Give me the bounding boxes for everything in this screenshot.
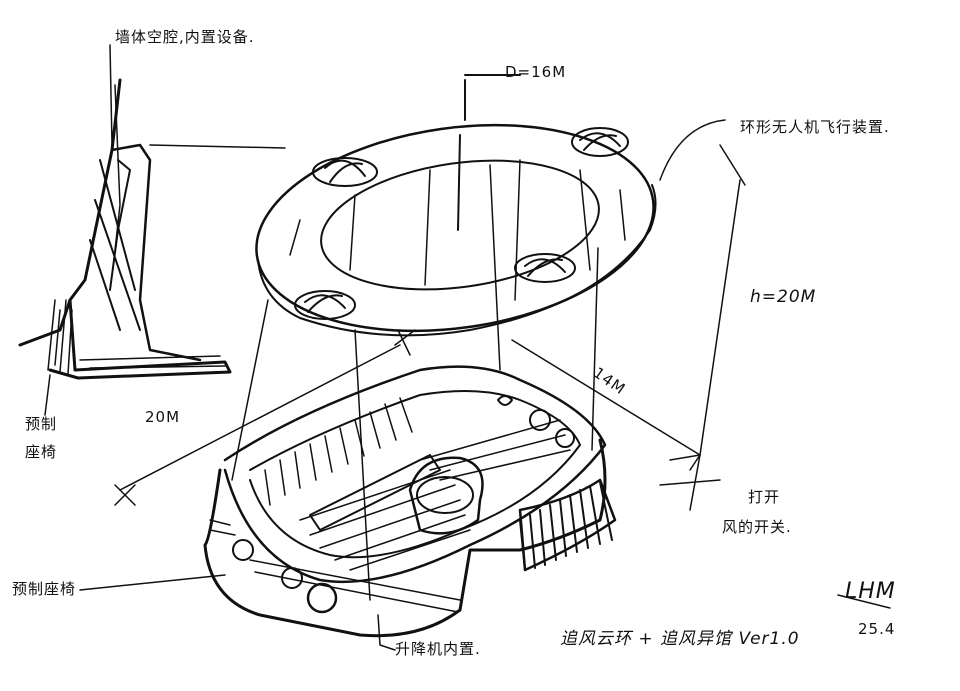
label-elevator: 升降机内置. xyxy=(395,640,481,658)
label-seat-bottom: 预制座椅 xyxy=(12,580,77,598)
label-title: 追风云环 + 追风异馆 Ver1.0 xyxy=(560,629,800,649)
label-diameter: D=16M xyxy=(505,63,567,81)
wall-section xyxy=(18,78,286,416)
drone-ring xyxy=(255,74,657,337)
stadium-base xyxy=(203,365,617,638)
label-wind-1: 打开 xyxy=(748,488,781,506)
label-seat-top-2: 座椅 xyxy=(25,443,58,461)
label-width-20: 20M xyxy=(145,408,181,426)
label-ring-drone: 环形无人机飞行装置. xyxy=(740,118,890,136)
projection-lines xyxy=(114,119,746,601)
label-height: h=20M xyxy=(750,287,817,307)
label-signature: LHM xyxy=(845,579,896,604)
label-date: 25.4 xyxy=(858,620,896,638)
label-seat-top-1: 预制 xyxy=(25,415,58,433)
label-wall-cavity: 墙体空腔,内置设备. xyxy=(115,28,255,46)
leader-lines xyxy=(79,44,891,651)
label-wind-2: 风的开关. xyxy=(722,518,792,536)
